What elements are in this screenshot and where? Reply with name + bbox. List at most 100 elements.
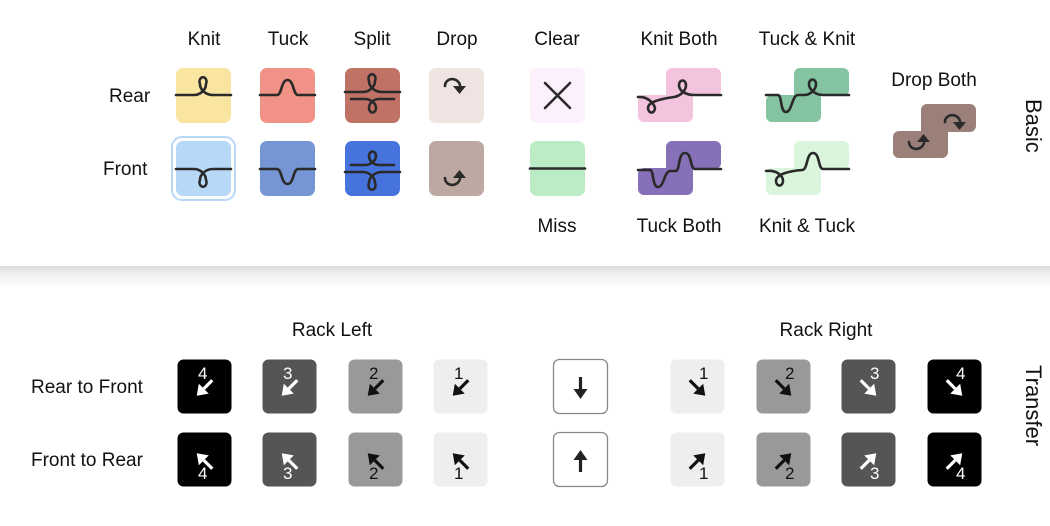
arrow-icon: [433, 359, 488, 414]
rack-number: 3: [870, 464, 880, 483]
split-glyph-icon: [343, 68, 402, 123]
arrow-icon: [348, 432, 403, 487]
rack-number: 1: [699, 464, 709, 483]
front-to-rear-left-3[interactable]: 3: [262, 432, 317, 487]
arrow-icon: [262, 359, 317, 414]
knit-glyph-icon: [174, 141, 233, 196]
rack-number: 4: [956, 364, 966, 383]
split-glyph-icon: [343, 141, 402, 196]
x-glyph-icon: [530, 68, 585, 123]
tile-tuck-knit[interactable]: [764, 68, 851, 122]
arrow-icon: [433, 432, 488, 487]
tile-knit-rear[interactable]: [174, 68, 233, 123]
rack-number: 2: [369, 464, 379, 483]
rear-to-front-right-4[interactable]: 4: [927, 359, 982, 414]
front-to-rear-right-4[interactable]: 4: [927, 432, 982, 487]
front-to-rear-left-1[interactable]: 1: [433, 432, 488, 487]
front-to-rear-left-4[interactable]: 4: [177, 432, 232, 487]
arrow-icon: [670, 359, 725, 414]
rack-number: 3: [870, 364, 880, 383]
rear-to-front-left-4[interactable]: 4: [177, 359, 232, 414]
col-tuck-both: Tuck Both: [636, 216, 722, 237]
tile-clear[interactable]: [530, 68, 585, 123]
line-glyph-icon: [528, 141, 587, 196]
front-to-rear-straight[interactable]: [552, 431, 609, 488]
tile-tuck-both[interactable]: [636, 141, 723, 195]
front-to-rear-right-3[interactable]: 3: [841, 432, 896, 487]
arrow-icon: [841, 432, 896, 487]
front-to-rear-right-1[interactable]: 1: [670, 432, 725, 487]
section-divider: [0, 266, 1050, 286]
rack-number: 3: [283, 464, 293, 483]
rear-to-front-left-1[interactable]: 1: [433, 359, 488, 414]
arrow-icon: [348, 359, 403, 414]
rack-number: 1: [454, 364, 464, 383]
drop-glyph-icon: [429, 141, 484, 196]
tile-knit-both[interactable]: [636, 68, 723, 122]
col-knit: Knit: [187, 29, 221, 50]
arrow-icon: [670, 432, 725, 487]
arrow-icon: [552, 358, 609, 415]
arrow-icon: [552, 431, 609, 488]
arrow-icon: [177, 359, 232, 414]
tile-miss[interactable]: [528, 141, 587, 196]
tile-drop-front[interactable]: [429, 141, 484, 196]
tile-drop-rear[interactable]: [429, 68, 484, 123]
section-basic-label: Basic: [1021, 99, 1046, 153]
rear-to-front-left-2[interactable]: 2: [348, 359, 403, 414]
knittuck-glyph-icon: [764, 141, 851, 195]
rear-to-front-right-1[interactable]: 1: [670, 359, 725, 414]
arrow-icon: [756, 432, 811, 487]
rear-to-front-left-3[interactable]: 3: [262, 359, 317, 414]
tuckboth-glyph-icon: [636, 141, 723, 195]
col-knit-both: Knit Both: [640, 29, 718, 50]
tile-knit-front[interactable]: [171, 136, 236, 201]
rack-right-label: Rack Right: [779, 320, 873, 341]
rear-to-front-right-3[interactable]: 3: [841, 359, 896, 414]
rack-number: 4: [198, 464, 208, 483]
drop-glyph-icon: [429, 68, 484, 123]
col-tuck-knit: Tuck & Knit: [758, 29, 856, 50]
arrow-icon: [177, 432, 232, 487]
tile-split-front[interactable]: [343, 141, 402, 196]
rack-number: 4: [956, 464, 966, 483]
tile-split-rear[interactable]: [343, 68, 402, 123]
rack-number: 3: [283, 364, 293, 383]
front-to-rear-left-2[interactable]: 2: [348, 432, 403, 487]
row-front: Front: [103, 159, 148, 180]
col-clear: Clear: [534, 29, 580, 50]
col-drop-both: Drop Both: [891, 70, 977, 91]
arrow-icon: [927, 432, 982, 487]
dropboth-glyph-icon: [893, 104, 976, 158]
col-split: Split: [353, 29, 391, 50]
tile-tuck-rear[interactable]: [258, 68, 317, 123]
rear-to-front-right-2[interactable]: 2: [756, 359, 811, 414]
col-knit-tuck: Knit & Tuck: [758, 216, 856, 237]
arrow-icon: [927, 359, 982, 414]
rear-to-front-straight[interactable]: [552, 358, 609, 415]
rack-number: 1: [454, 464, 464, 483]
row-front-to-rear: Front to Rear: [31, 450, 143, 471]
tile-drop-both[interactable]: [893, 104, 976, 158]
col-tuck: Tuck: [267, 29, 309, 50]
col-miss: Miss: [537, 216, 577, 237]
tuck-glyph-icon: [258, 141, 317, 196]
rack-number: 1: [699, 364, 709, 383]
tuck-glyph-icon: [258, 68, 317, 123]
knit-glyph-icon: [174, 68, 233, 123]
row-rear-to-front: Rear to Front: [31, 377, 143, 398]
rack-number: 2: [785, 364, 795, 383]
tuckknit-glyph-icon: [764, 68, 851, 122]
rack-number: 2: [785, 464, 795, 483]
front-to-rear-right-2[interactable]: 2: [756, 432, 811, 487]
tile-knit-tuck[interactable]: [764, 141, 851, 195]
arrow-icon: [756, 359, 811, 414]
rack-number: 4: [198, 364, 208, 383]
arrow-icon: [262, 432, 317, 487]
knitboth-glyph-icon: [636, 68, 723, 122]
section-transfer-label: Transfer: [1021, 365, 1046, 447]
tile-tuck-front[interactable]: [258, 141, 317, 196]
rack-number: 2: [369, 364, 379, 383]
rack-left-label: Rack Left: [291, 320, 373, 341]
arrow-icon: [841, 359, 896, 414]
